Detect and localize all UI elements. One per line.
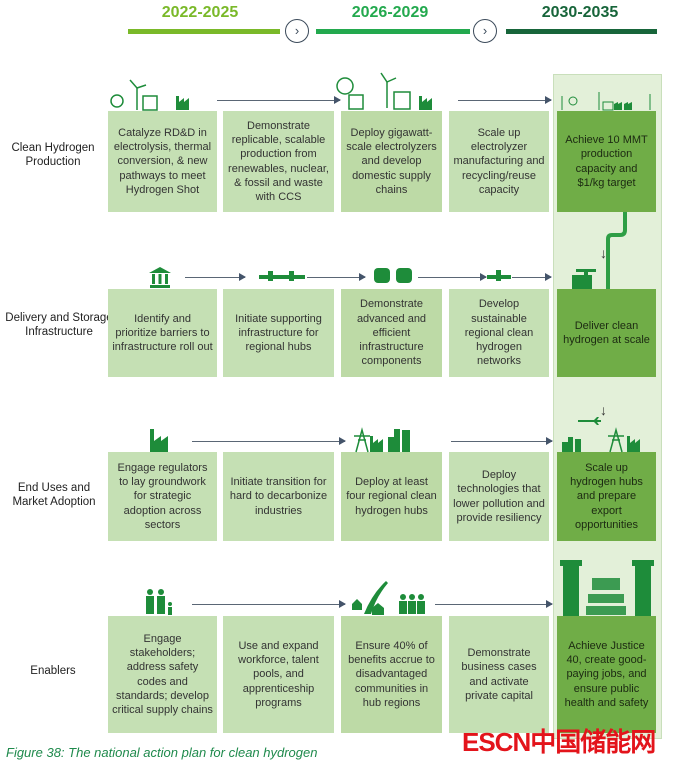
solar-panel-icon [393, 91, 411, 110]
step-box: Demonstrate advanced and efficient infra… [341, 289, 442, 377]
family-icon [146, 589, 172, 615]
city-icon [562, 437, 581, 452]
chevron-right-icon: › [473, 19, 497, 43]
target-box: Deliver clean hydrogen at scale [557, 289, 656, 377]
row-label-enablers: Enablers [30, 665, 76, 677]
arrow [418, 273, 487, 281]
step-box: Catalyze RD&D in electrolysis, thermal c… [108, 111, 217, 212]
arrow [192, 437, 346, 445]
period-bar-2 [316, 29, 470, 34]
step-box: Scale up electrolyzer manufacturing and … [449, 111, 549, 212]
period-label-1: 2022-2025 [161, 4, 239, 21]
step-box: Develop sustainable regional clean hydro… [449, 289, 549, 377]
arrow [217, 96, 341, 104]
storage-tank-icon [374, 268, 412, 283]
people-icon [399, 594, 425, 614]
down-arrow-icon: ↓ [600, 402, 607, 418]
arrow [451, 437, 553, 445]
nuclear-icon [336, 77, 354, 95]
period-bar-1 [128, 29, 280, 34]
factory-icon [419, 96, 432, 110]
watermark-logo: ESCN中国储能网 [462, 727, 656, 757]
arrow [192, 600, 346, 608]
step-box: Deploy gigawatt-scale electrolyzers and … [341, 111, 442, 212]
step-box: Engage stakeholders; address safety code… [108, 616, 217, 733]
factory-icon [150, 429, 168, 452]
community-icon [352, 581, 388, 615]
step-box: Ensure 40% of benefits accrue to disadva… [341, 616, 442, 733]
row-label-production: Clean Hydrogen Production [11, 142, 95, 168]
pipeline-icon [487, 270, 511, 281]
energy-mix-icon [561, 92, 651, 111]
arrow [512, 273, 552, 281]
arrow [307, 273, 366, 281]
step-box: Demonstrate business cases and activate … [449, 616, 549, 733]
solar-panel-icon [348, 94, 364, 110]
step-box: Demonstrate replicable, scalable product… [223, 111, 334, 212]
justice-pillars-icon [560, 560, 654, 616]
figure-caption: Figure 38: The national action plan for … [6, 745, 318, 760]
factory-icon [176, 96, 189, 110]
wind-turbine-icon [129, 79, 147, 110]
arrow [435, 600, 553, 608]
step-box: Initiate transition for hard to decarbon… [223, 452, 334, 541]
solar-panel-icon [142, 95, 158, 111]
step-box: Deploy technologies that lower pollution… [449, 452, 549, 541]
airplane-icon [578, 417, 601, 425]
pipe-icon [606, 212, 627, 289]
power-tower-icon [354, 427, 370, 453]
period-label-3: 2030-2035 [541, 4, 619, 21]
step-box: Use and expand workforce, talent pools, … [223, 616, 334, 733]
target-box: Scale up hydrogen hubs and prepare expor… [557, 452, 656, 541]
arrow [458, 96, 552, 104]
building-icon [149, 267, 171, 288]
row-label-delivery: Delivery and Storage Infrastructure [5, 312, 113, 338]
row-label-end-uses: End Uses and Market Adoption [12, 482, 96, 508]
step-box: Deploy at least four regional clean hydr… [341, 452, 442, 541]
period-bar-3 [506, 29, 657, 34]
step-box: Identify and prioritize barriers to infr… [108, 289, 217, 377]
chevron-right-icon: › [285, 19, 309, 43]
step-box: Initiate supporting infrastructure for r… [223, 289, 334, 377]
power-tower-icon [608, 427, 624, 453]
step-box: Engage regulators to lay groundwork for … [108, 452, 217, 541]
pipeline-icon [259, 271, 305, 281]
nuclear-icon [110, 94, 124, 108]
target-box: Achieve Justice 40, create good-paying j… [557, 616, 656, 733]
city-icon [388, 429, 410, 452]
down-arrow-icon: ↓ [600, 245, 607, 261]
valve-icon [572, 269, 596, 289]
wind-turbine-icon [380, 72, 397, 108]
factory-icon [370, 436, 383, 452]
factory-icon [627, 436, 640, 452]
period-label-2: 2026-2029 [351, 4, 429, 21]
arrow [185, 273, 246, 281]
target-box: Achieve 10 MMT production capacity and $… [557, 111, 656, 212]
